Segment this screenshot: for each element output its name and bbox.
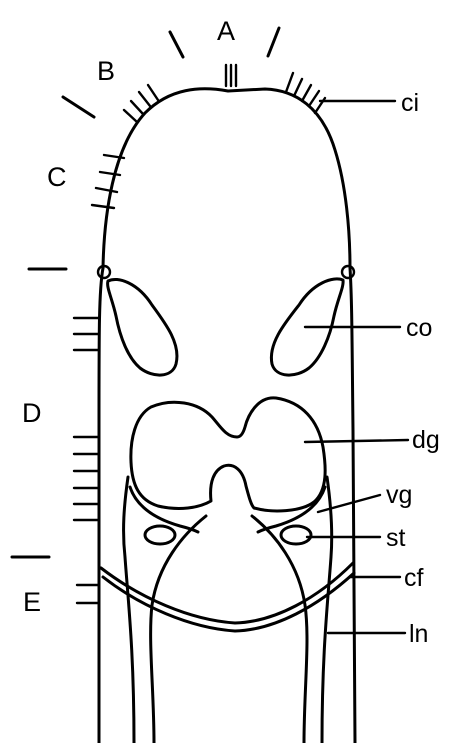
part-label-dg: dg [412,426,440,454]
part-label-co: co [406,314,432,342]
region-label-c: C [47,162,67,192]
right-eye-spot [342,266,354,278]
region-label-b: B [97,56,115,86]
part-label-ln: ln [409,620,428,648]
right-statocyst [281,526,311,544]
right-lateral-nerve-inner [252,516,307,743]
head-contour [103,89,350,268]
cilia-tuft-a [226,65,236,86]
part-label-ci: ci [401,89,419,117]
left-lateral-nerve-inner [151,516,206,743]
cilia-tuft-ci [286,73,325,113]
left-cerebral-organ [108,279,177,375]
cilia-tuft-d-upper [74,318,99,350]
cilia-tuft-d-lower [74,437,99,520]
dorsal-ganglion [131,398,325,511]
boundary-b-c [63,97,94,117]
boundary-a-right [268,28,279,56]
part-label-vg: vg [386,481,412,509]
cilia-tuft-e [77,585,99,603]
part-label-cf: cf [404,564,424,592]
region-label-e: E [23,587,41,617]
left-statocyst [145,526,175,544]
region-boundary-markers [12,28,279,557]
body-outline [98,89,355,743]
boundary-a-left [170,32,183,57]
region-label-a: A [217,16,235,46]
part-label-st: st [386,524,406,552]
leader-lines [305,101,408,633]
right-lateral-nerve-outer [322,477,332,743]
cephalic-furrow-outer [101,563,353,623]
left-lateral-nerve-outer [124,477,134,743]
region-label-d: D [22,398,42,428]
leader-vg [318,495,380,512]
right-body-wall [350,268,355,743]
left-body-wall [99,268,103,743]
